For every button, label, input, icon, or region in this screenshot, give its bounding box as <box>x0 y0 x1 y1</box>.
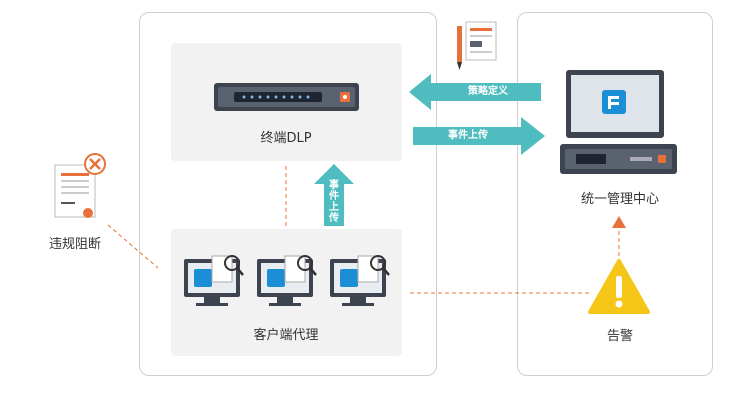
alert-label: 告警 <box>606 329 633 344</box>
agent-monitor-1 <box>184 255 244 306</box>
policy-define-arrow <box>409 74 541 110</box>
management-computer-icon <box>560 70 677 174</box>
agent-monitor-2 <box>257 255 317 306</box>
event-upload-arrow-label: 事件上传 <box>448 130 488 141</box>
policy-document-icon <box>457 21 497 70</box>
violation-block-label: 违规阻断 <box>48 237 101 252</box>
event-upload-vertical-char: 件 <box>329 191 339 202</box>
event-upload-vertical-char: 上 <box>329 202 339 213</box>
terminal-dlp-label: 终端DLP <box>260 131 312 146</box>
event-upload-vertical-label: 事 件 上 传 <box>324 180 344 224</box>
agent-monitor-3 <box>330 255 390 306</box>
dlp-appliance-icon <box>214 83 359 111</box>
block-dashed-link <box>107 224 159 269</box>
blocked-document-icon <box>54 153 106 218</box>
event-upload-arrow <box>413 117 545 155</box>
policy-define-arrow-label: 策略定义 <box>468 86 508 97</box>
event-upload-vertical-char: 事 <box>329 180 339 191</box>
event-upload-vertical-arrow <box>314 164 354 226</box>
alert-up-arrowhead <box>612 216 626 228</box>
warning-icon <box>588 259 650 314</box>
management-center-label: 统一管理中心 <box>580 192 659 207</box>
event-upload-vertical-char: 传 <box>329 213 339 224</box>
client-agent-label: 客户端代理 <box>253 328 319 343</box>
